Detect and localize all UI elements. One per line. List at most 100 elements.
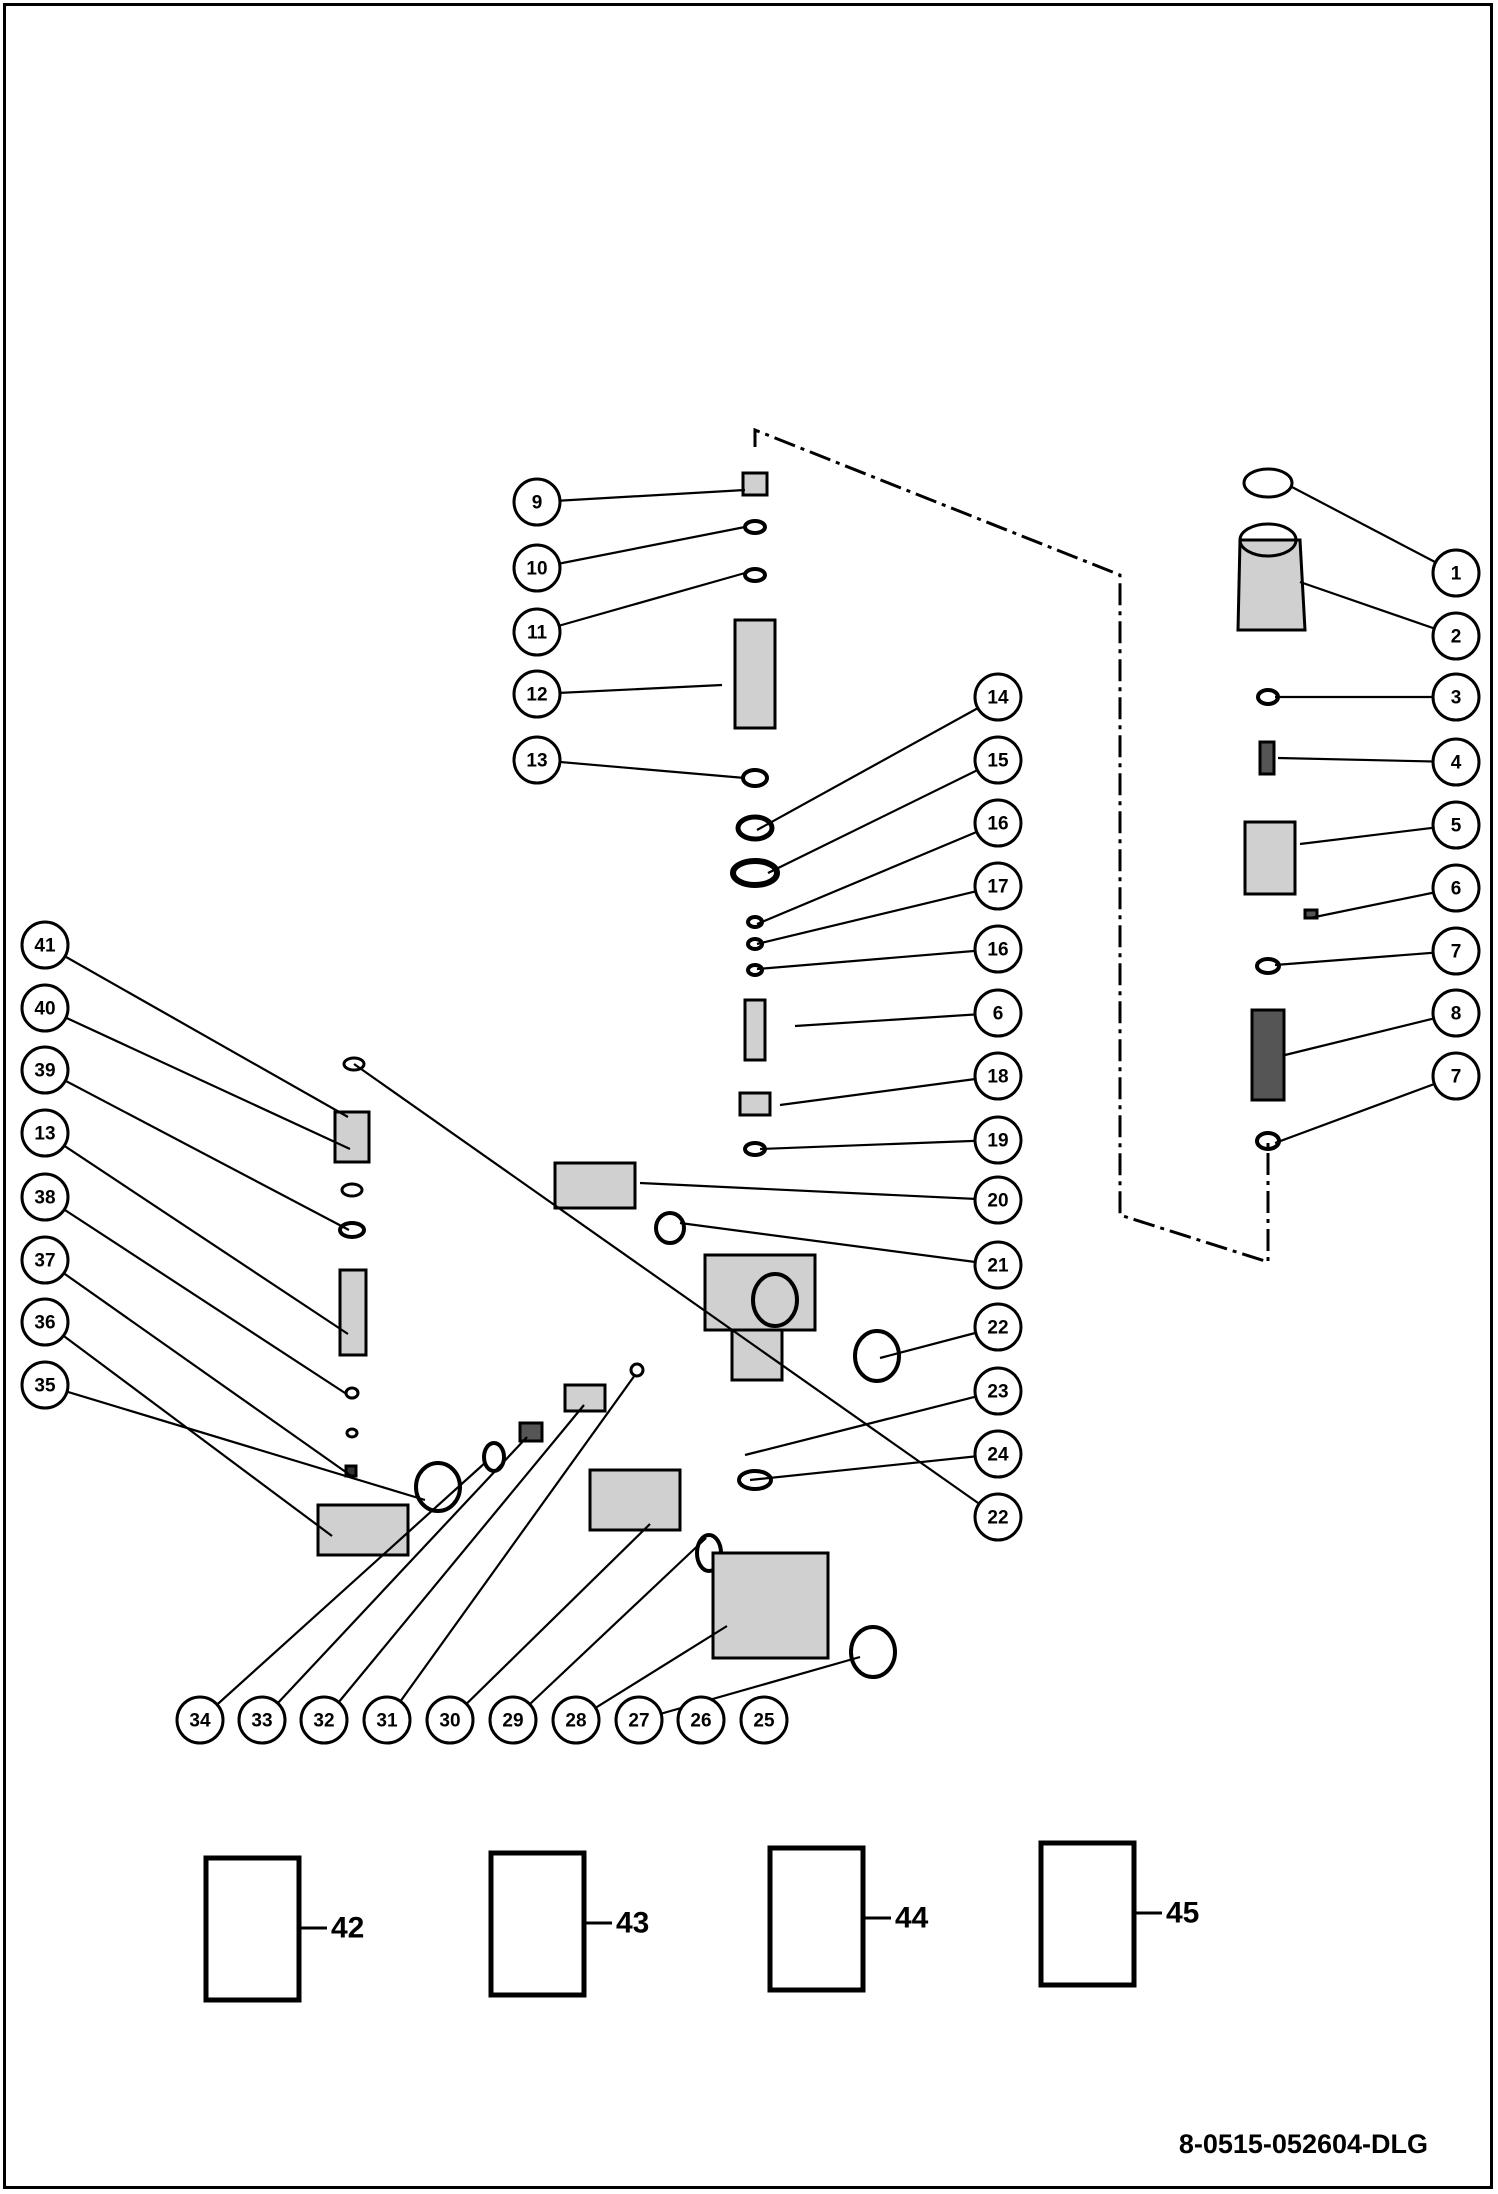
callout-label-31: 31 xyxy=(376,1711,398,1732)
leader-17 xyxy=(756,884,999,946)
callout-bubble-25 xyxy=(739,1695,789,1745)
callout-label-6: 6 xyxy=(993,1004,1004,1025)
leader-4 xyxy=(1277,756,1457,764)
kit-label-44: 44 xyxy=(895,1902,929,1935)
callout-label-34: 34 xyxy=(189,1711,211,1732)
callout-label-2: 2 xyxy=(1451,627,1462,648)
callout-label-40: 40 xyxy=(34,999,55,1020)
spring-small-part xyxy=(1258,740,1276,776)
leader-39 xyxy=(44,1069,350,1231)
callout-bubble-13 xyxy=(512,735,562,785)
callout-bubble-5 xyxy=(1431,800,1481,850)
oring-32-part xyxy=(482,1441,506,1473)
kit-box-44 xyxy=(767,1845,866,1993)
tee-26-part xyxy=(711,1551,830,1660)
callout-label-39: 39 xyxy=(34,1061,55,1082)
callout-bubble-28 xyxy=(551,1695,601,1745)
callout-bubble-32 xyxy=(299,1695,349,1745)
callout-bubble-40 xyxy=(20,983,70,1033)
leader-9 xyxy=(536,488,746,504)
callout-bubble-7 xyxy=(1431,926,1481,976)
callout-label-23: 23 xyxy=(987,1382,1008,1403)
connector-34-part xyxy=(316,1503,410,1557)
callout-label-41: 41 xyxy=(34,936,56,957)
callout-bubble-27 xyxy=(614,1695,664,1745)
callout-label-32: 32 xyxy=(313,1711,334,1732)
callout-label-13: 13 xyxy=(526,751,547,772)
callout-bubble-21 xyxy=(973,1240,1023,1290)
spring-part xyxy=(1250,1008,1286,1102)
tee-port-part xyxy=(751,1272,799,1328)
callout-bubble-19 xyxy=(973,1115,1023,1165)
callout-bubble-20 xyxy=(973,1175,1023,1225)
callout-label-11: 11 xyxy=(527,623,548,644)
callout-bubble-35 xyxy=(20,1360,70,1410)
callout-bubble-6 xyxy=(1431,863,1481,913)
leader-28 xyxy=(575,1625,728,1721)
callout-label-10: 10 xyxy=(526,559,547,580)
callout-bubble-16 xyxy=(973,924,1023,974)
callout-bubble-41 xyxy=(20,920,70,970)
leader-33 xyxy=(261,1436,528,1721)
leader-7 xyxy=(1274,949,1457,967)
callout-label-7: 7 xyxy=(1451,942,1462,963)
callout-bubble-14 xyxy=(973,672,1023,722)
ball-16b-part xyxy=(746,963,764,977)
callout-bubble-15 xyxy=(973,735,1023,785)
kit-box-43 xyxy=(488,1850,587,1998)
leader-6 xyxy=(1309,886,1457,920)
kit-box-45 xyxy=(1038,1840,1137,1988)
leader-12 xyxy=(536,683,723,696)
callout-bubble-31 xyxy=(362,1695,412,1745)
leader-18 xyxy=(779,1074,999,1107)
callout-label-12: 12 xyxy=(526,685,547,706)
leader-16 xyxy=(756,821,999,926)
callout-bubble-7 xyxy=(1431,1051,1481,1101)
callout-bubble-17 xyxy=(973,861,1023,911)
leader-38 xyxy=(44,1196,346,1394)
leader-31 xyxy=(386,1374,636,1721)
callout-bubble-22 xyxy=(973,1492,1023,1542)
leader-16 xyxy=(756,947,999,971)
valve-stem-part xyxy=(733,618,777,730)
callout-bubble-2 xyxy=(1431,611,1481,661)
callout-label-30: 30 xyxy=(439,1711,460,1732)
callout-bubble-30 xyxy=(425,1695,475,1745)
callout-label-28: 28 xyxy=(565,1711,586,1732)
callout-bubble-8 xyxy=(1431,988,1481,1038)
gasket-23-part xyxy=(853,1329,901,1383)
leader-21 xyxy=(679,1221,999,1267)
callout-label-37: 37 xyxy=(34,1251,55,1272)
callout-label-4: 4 xyxy=(1451,753,1462,774)
body-hex-part xyxy=(1243,820,1297,896)
callout-label-27: 27 xyxy=(628,1711,649,1732)
leader-24 xyxy=(749,1452,999,1482)
oring-11-part xyxy=(743,567,767,583)
leader-19 xyxy=(759,1138,999,1151)
callout-bubble-10 xyxy=(512,543,562,593)
kit-label-43: 43 xyxy=(616,1907,649,1940)
callout-bubble-6 xyxy=(973,988,1023,1038)
ring-14-part xyxy=(735,814,775,842)
callout-label-9: 9 xyxy=(532,493,543,514)
ball-36-part xyxy=(345,1427,359,1439)
leader-23 xyxy=(744,1389,999,1457)
leader-11 xyxy=(536,571,746,634)
leader-30 xyxy=(449,1523,651,1721)
leader-20 xyxy=(639,1181,999,1202)
callout-bubble-39 xyxy=(20,1045,70,1095)
callout-label-3: 3 xyxy=(1451,688,1462,709)
nut-33-part xyxy=(414,1461,462,1513)
hose-route-line xyxy=(753,427,1270,1265)
callout-label-16: 16 xyxy=(987,940,1008,961)
callout-bubble-16 xyxy=(973,798,1023,848)
callout-label-33: 33 xyxy=(251,1711,272,1732)
leader-22 xyxy=(353,1063,999,1518)
kit-label-45: 45 xyxy=(1166,1897,1199,1930)
callout-label-38: 38 xyxy=(34,1188,55,1209)
leader-29 xyxy=(512,1537,707,1721)
tee-stem-part xyxy=(730,1328,784,1382)
leader-1 xyxy=(1289,485,1457,574)
callout-label-14: 14 xyxy=(987,688,1009,709)
